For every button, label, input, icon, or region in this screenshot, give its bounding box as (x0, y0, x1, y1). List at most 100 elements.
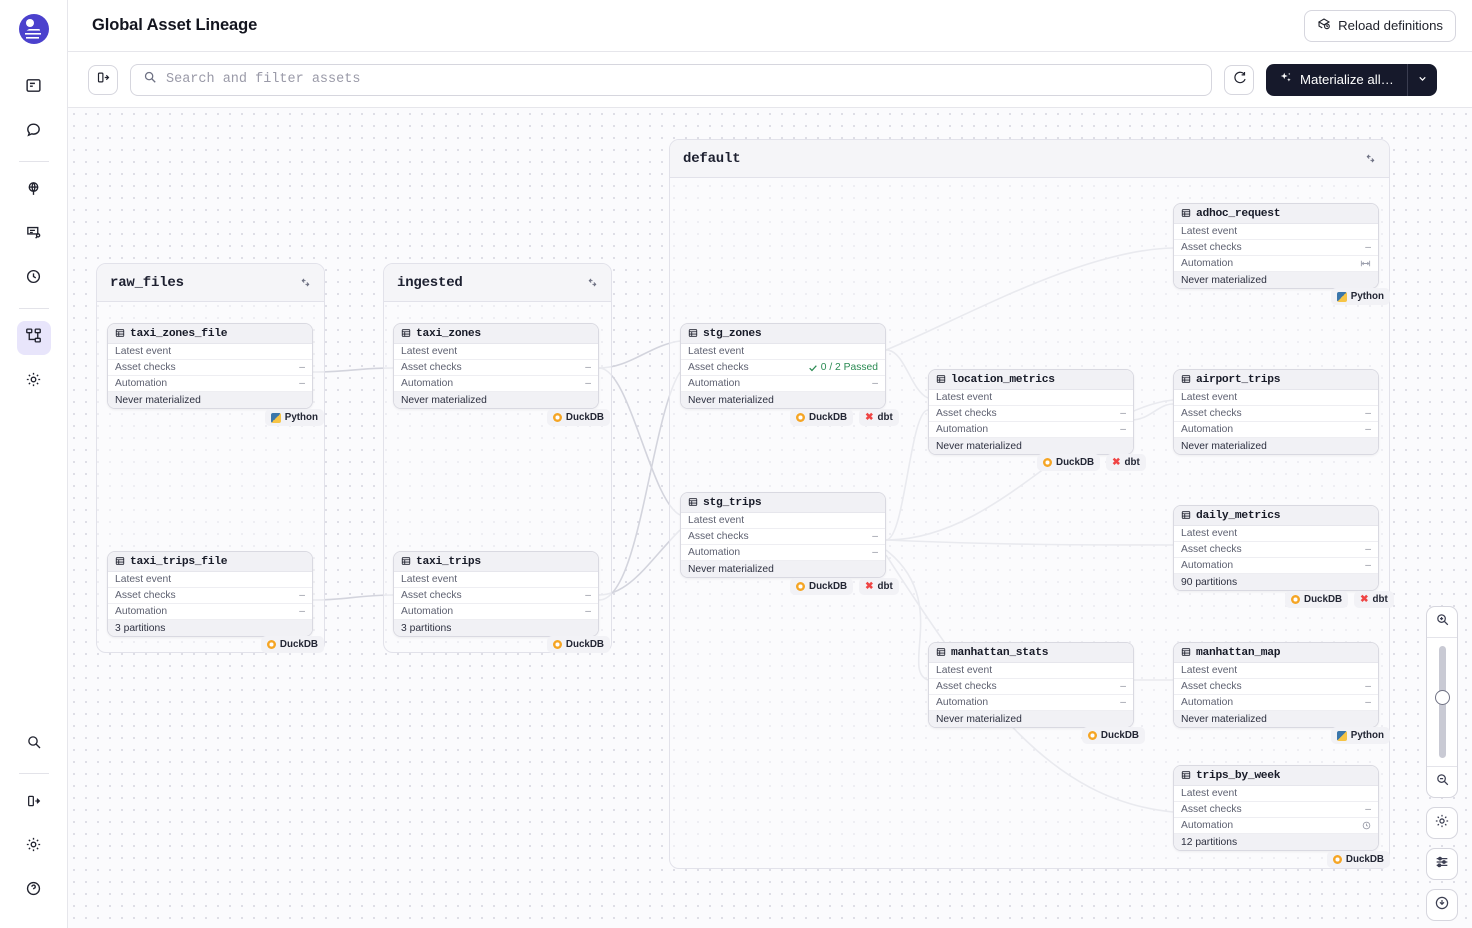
dagster-logo[interactable] (18, 14, 49, 44)
asset-tag-python[interactable]: Python (1330, 288, 1390, 305)
zoom-in-button[interactable] (1427, 607, 1457, 637)
asset-row-automation: Automation– (108, 376, 312, 392)
search-bar[interactable] (130, 63, 1212, 96)
asset-row-latest-event: Latest event (108, 572, 312, 588)
asset-checks-label: Asset checks (1181, 408, 1242, 419)
sidebar-user-settings[interactable] (17, 830, 51, 864)
asset-tags: DuckDB ✖dbt (1285, 591, 1394, 608)
sidebar-item-deployment[interactable] (17, 174, 51, 208)
asset-tag-dbt[interactable]: ✖dbt (1106, 454, 1146, 471)
asset-tag-duckdb[interactable]: DuckDB (1081, 727, 1145, 744)
materialize-dropdown-button[interactable] (1406, 63, 1437, 96)
toggle-sidebar-button[interactable] (88, 64, 118, 95)
asset-tag-python[interactable]: Python (264, 409, 324, 426)
gear-icon (1434, 813, 1450, 834)
asset-row-latest-event: Latest event (681, 513, 885, 529)
zoom-slider[interactable] (1427, 638, 1457, 766)
sidebar-item-runs[interactable] (17, 115, 51, 149)
asset-tag-label: DuckDB (1304, 594, 1343, 605)
asset-group-header: raw_files (97, 264, 324, 302)
zoom-in-icon (1435, 612, 1450, 632)
asset-node-title: taxi_zones (416, 327, 481, 340)
asset-tag-duckdb[interactable]: DuckDB (546, 636, 610, 653)
automation-condition-icon (1360, 260, 1371, 267)
asset-node-status: Never materialized (1174, 272, 1378, 288)
asset-tag-duckdb[interactable]: DuckDB (790, 578, 854, 595)
asset-node-title: daily_metrics (1196, 509, 1281, 522)
automation-label: Automation (936, 697, 989, 708)
sidebar-expand[interactable] (17, 786, 51, 820)
asset-tags: DuckDB (546, 636, 610, 653)
refresh-button[interactable] (1224, 64, 1254, 95)
asset-tag-duckdb[interactable]: DuckDB (546, 409, 610, 426)
latest-event-label: Latest event (1181, 788, 1238, 799)
graph-settings-button[interactable] (1426, 807, 1458, 839)
zoom-divider-bottom (1427, 766, 1457, 767)
collapse-icon[interactable] (587, 277, 598, 288)
dbt-icon: ✖ (865, 580, 874, 592)
asset-tag-dbt[interactable]: ✖dbt (859, 578, 899, 595)
topbar: Global Asset Lineage Reload definitions (68, 0, 1472, 52)
automation-value: – (299, 606, 305, 617)
sidebar-item-overview[interactable] (17, 71, 51, 105)
asset-node-status: Never materialized (681, 561, 885, 577)
sidebar-search[interactable] (17, 727, 51, 761)
rail-divider-1 (18, 161, 49, 162)
search-input[interactable] (166, 72, 1199, 87)
asset-checks-label: Asset checks (401, 362, 462, 373)
asset-tag-dbt[interactable]: ✖dbt (1354, 591, 1394, 608)
materialize-all-button[interactable]: Materialize all… (1266, 63, 1407, 96)
sidebar-help[interactable] (17, 874, 51, 908)
automation-label: Automation (1181, 424, 1234, 435)
asset-table-icon (1181, 767, 1191, 785)
asset-tags: DuckDB (260, 636, 324, 653)
sidebar-item-jobs[interactable] (17, 218, 51, 252)
lineage-edge (312, 594, 394, 601)
asset-row-automation: Automation– (108, 604, 312, 620)
asset-tag-dbt[interactable]: ✖dbt (859, 409, 899, 426)
graph-layout-button[interactable] (1426, 848, 1458, 880)
recenter-button[interactable] (1426, 889, 1458, 921)
sidebar-item-settings[interactable] (17, 365, 51, 399)
collapse-icon[interactable] (1365, 153, 1376, 164)
asset-tag-duckdb[interactable]: DuckDB (1326, 851, 1390, 868)
asset-node-status: Never materialized (929, 711, 1133, 727)
asset-tag-label: dbt (877, 412, 893, 423)
chevron-down-icon (1417, 72, 1428, 87)
asset-tag-duckdb[interactable]: DuckDB (1037, 454, 1101, 471)
collapse-icon[interactable] (300, 277, 311, 288)
asset-checks-label: Asset checks (1181, 681, 1242, 692)
sidebar-item-assets[interactable] (16, 321, 51, 355)
asset-tag-duckdb[interactable]: DuckDB (260, 636, 324, 653)
duckdb-icon (796, 413, 805, 422)
zoom-slider-handle[interactable] (1434, 690, 1450, 705)
asset-checks-value: 0 / 2 Passed (808, 362, 878, 373)
reload-definitions-button[interactable]: Reload definitions (1304, 9, 1456, 42)
asset-tag-duckdb[interactable]: DuckDB (790, 409, 854, 426)
sidebar-item-schedules[interactable] (17, 262, 51, 296)
automation-label: Automation (936, 424, 989, 435)
asset-tag-duckdb[interactable]: DuckDB (1285, 591, 1349, 608)
asset-tag-label: Python (1350, 291, 1384, 302)
latest-event-label: Latest event (936, 392, 993, 403)
automation-label: Automation (1181, 258, 1234, 269)
asset-node-status: Never materialized (108, 392, 312, 408)
zoom-out-button[interactable] (1427, 767, 1457, 797)
asset-tag-python[interactable]: Python (1330, 727, 1390, 744)
asset-row-latest-event: Latest event (929, 663, 1133, 679)
asset-node-title: taxi_trips (416, 555, 481, 568)
